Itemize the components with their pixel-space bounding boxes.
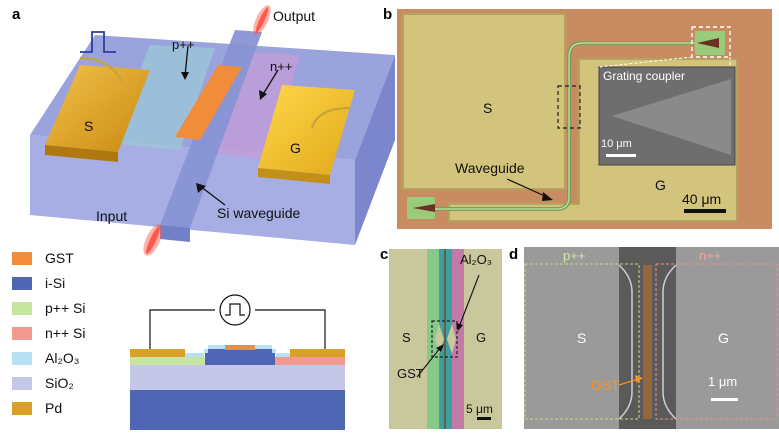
sio2-substrate	[130, 365, 345, 390]
n-doped-label: n++	[270, 59, 293, 74]
d-scalebar-label: 1 μm	[708, 374, 738, 389]
panel-label-d: d	[509, 246, 519, 263]
pd-contact-right	[290, 349, 345, 357]
coupler-zoom-box	[691, 26, 731, 58]
inset-title: Grating coupler	[603, 69, 686, 83]
s-pad-side	[45, 145, 118, 162]
legend-swatch	[12, 377, 32, 390]
device-schematic	[30, 5, 395, 256]
c-scalebar	[477, 417, 491, 420]
b-g-label: G	[655, 177, 666, 193]
legend-swatch	[12, 277, 32, 290]
c-scalebar-label: 5 μm	[466, 402, 493, 416]
panel-a: a	[12, 5, 395, 430]
gst-region	[643, 265, 652, 419]
n-doped-box	[655, 263, 778, 420]
pink-region	[452, 249, 464, 429]
left-contact-region	[524, 247, 619, 429]
output-label: Output	[273, 8, 316, 24]
b-s-label: S	[483, 100, 493, 116]
zoom-micrograph	[389, 249, 502, 429]
gst-strip	[175, 65, 242, 140]
g-pad-side	[258, 168, 330, 184]
g-pad-top	[258, 85, 355, 175]
inset-scalebar-label: 10 μm	[601, 138, 632, 150]
output-beam	[253, 5, 271, 35]
legend-swatch	[12, 252, 32, 265]
d-g-label: G	[718, 330, 729, 346]
d-scalebar	[711, 398, 738, 401]
circuit-wire	[149, 309, 326, 353]
waveguide-arrow	[199, 185, 226, 206]
c-g-label: G	[476, 330, 487, 345]
sem-micrograph	[524, 247, 779, 429]
panel-label-c: c	[380, 246, 389, 263]
legend-swatch	[12, 302, 32, 315]
gst-layer	[225, 345, 255, 350]
c-s-label: S	[402, 330, 411, 345]
active-region-box	[557, 85, 581, 129]
green-region	[427, 249, 439, 429]
g-probe-wire	[310, 106, 351, 129]
p-arrow	[184, 45, 189, 77]
p-doped-box	[524, 263, 640, 420]
panel-label-a: a	[12, 6, 21, 23]
d-s-label: S	[577, 330, 587, 346]
legend-swatch	[12, 352, 32, 365]
c-gst-label: GST	[397, 366, 424, 381]
n-doped-layer	[275, 357, 345, 365]
waveguide-rib-side	[160, 225, 190, 242]
s-pad-top	[45, 65, 150, 152]
n-doped-region	[210, 52, 300, 160]
inset-scalebar	[606, 154, 636, 157]
d-p-label: p++	[563, 248, 586, 263]
s-probe-wire	[79, 56, 123, 83]
si-bottom	[130, 390, 345, 430]
n-arrow	[261, 69, 279, 97]
input-label: Input	[96, 208, 128, 224]
waveguide-label: Si waveguide	[217, 205, 301, 221]
b-waveguide-label: Waveguide	[455, 160, 525, 176]
main-scalebar	[684, 209, 726, 213]
panel-b: b S G Waveguide Grating coupler 10 μm 40…	[383, 0, 779, 235]
pulse-source-icon	[219, 294, 251, 326]
legend-swatch	[12, 402, 32, 415]
waveguide-rib-top	[160, 30, 262, 228]
main-scalebar-label: 40 μm	[682, 191, 722, 207]
waveguide-arrow-b	[506, 178, 548, 198]
p-doped-label: p++	[172, 37, 195, 52]
al2o3-cladding	[138, 345, 335, 357]
material-legend: GST i-Si p++ Si n++ Si Al₂O₃ SiO₂ Pd	[12, 250, 122, 430]
si-rib	[205, 349, 275, 365]
input-beam	[143, 224, 163, 256]
panel-c: c Al₂O₃ S G GST 5 μm	[380, 240, 502, 435]
pulse-icon	[80, 31, 116, 53]
s-pad	[402, 13, 566, 190]
substrate-side	[355, 55, 395, 245]
g-pad-label: G	[290, 140, 301, 156]
panel-d: d p++ n++ S G GST 1 μm	[505, 240, 779, 435]
s-pad-label: S	[84, 118, 94, 134]
optical-micrograph	[397, 9, 772, 229]
panel-label-b: b	[383, 6, 393, 23]
d-gst-label: GST	[591, 377, 620, 393]
c-al2o3-label: Al₂O₃	[460, 252, 493, 267]
d-n-label: n++	[699, 248, 722, 263]
legend-swatch	[12, 327, 32, 340]
cross-section-diagram	[130, 294, 345, 430]
active-zoom-box	[431, 320, 458, 358]
pd-contact-left	[130, 349, 185, 357]
p-doped-layer	[130, 357, 205, 365]
